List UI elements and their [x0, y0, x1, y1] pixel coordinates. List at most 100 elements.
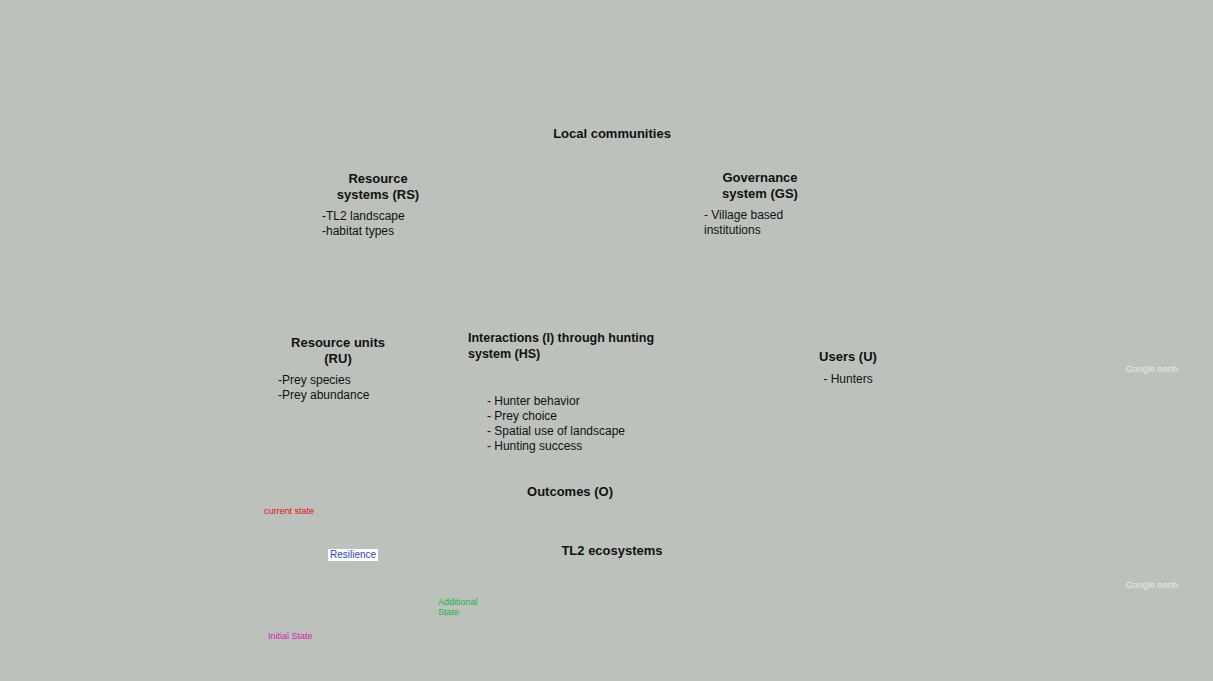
village-patch [135, 40, 172, 78]
box-title: Interactions (I) through hunting system … [468, 331, 682, 362]
node-title: Resource systems (RS) [322, 171, 434, 204]
node-text: -Prey abundance [278, 388, 398, 403]
white-panel [128, 88, 1085, 585]
interaction-arrow [791, 261, 818, 311]
terrain-patch [1034, 337, 1086, 353]
resource-units-circle: Resource units (RU) -Prey species-Prey ab… [246, 308, 430, 430]
patch-arrow [138, 82, 148, 142]
node-outline [758, 308, 938, 428]
node-text: - Hunters [798, 372, 898, 387]
prey-arrow [964, 432, 998, 458]
double-arrow-symbol [604, 140, 622, 169]
patch-arrow [102, 225, 197, 255]
node-text: -Prey species [278, 373, 398, 388]
annotation: Initial State [268, 631, 313, 641]
feedback-arrow [619, 230, 977, 500]
duiker-head [1043, 460, 1057, 472]
process-box [461, 328, 690, 470]
duiker [1038, 469, 1062, 499]
hunting-zone [952, 299, 983, 362]
interaction-arrow [431, 257, 503, 327]
patch-arrow [163, 26, 182, 44]
terrain-patch [1078, 520, 1122, 540]
watermark: Google earth [1126, 364, 1178, 374]
governance-system-circle: Governance system (GS) - Village based in… [660, 144, 860, 264]
tree-blur [480, 610, 920, 681]
antelope-legs [918, 450, 946, 471]
resilience-bar [381, 527, 399, 607]
hunting-zone [965, 199, 992, 258]
patch-arrow [102, 200, 115, 210]
node-title: Users (U) [798, 349, 898, 365]
outcomes-label: Outcomes (O) [521, 481, 619, 503]
node-outline [660, 144, 860, 264]
forest-patch [180, 5, 240, 45]
red-arrow [658, 411, 893, 488]
village-marker [1002, 265, 1008, 271]
node-text: - Hunter behavior [487, 394, 625, 409]
forest-patches [30, 2, 268, 240]
subsystem-circle [760, 310, 937, 427]
antelope-head [905, 430, 916, 442]
interaction-arrow [690, 378, 759, 386]
village-patch [195, 210, 262, 292]
terrain-patch [1144, 460, 1176, 500]
terrain-patch [1132, 206, 1168, 224]
patch-arrow [95, 28, 140, 48]
prey-arrow [1004, 468, 1027, 479]
tree-blur [0, 510, 310, 681]
double-arrow-symbol [604, 509, 622, 537]
feedback-arrow [234, 237, 521, 498]
subsystem-circle [285, 145, 472, 266]
terrain-patch [1090, 288, 1150, 312]
terrain-texture [935, 408, 1176, 554]
node-text: - Village based institutions [704, 208, 816, 238]
feedback-arrow [619, 427, 867, 499]
subsystem-circle [248, 310, 429, 429]
interactions-box: - Hunter behavior- Prey choice- Spatial … [460, 327, 690, 470]
patch-arrow [92, 128, 122, 152]
antelope [910, 436, 950, 454]
red-arrow [265, 161, 316, 184]
node-title: Resource units (RU) [278, 335, 398, 368]
highlight-ring [454, 370, 659, 479]
highlight-ellipse: - Hunter behavior- Prey choice- Spatial … [452, 368, 660, 480]
interaction-arrow [428, 380, 460, 384]
patch-links [92, 26, 248, 255]
interaction-arrow [353, 266, 363, 309]
annotation: Resilience [328, 549, 378, 561]
tree-blur [0, 0, 130, 280]
satellite-image [893, 183, 1185, 378]
annotation: current state [264, 506, 314, 516]
interaction-arrow [643, 256, 710, 327]
node-text: -TL2 landscape [322, 209, 434, 224]
figure-ground [222, 505, 488, 666]
landscape-map [893, 183, 1185, 378]
users-circle: Users (U) - Hunters [758, 308, 938, 428]
terrain-texture [901, 205, 1168, 353]
community-band [132, 102, 1092, 580]
terrain-patch [935, 526, 985, 554]
hunting-zone [946, 238, 1006, 332]
node-outline [246, 308, 430, 430]
outcome-label: Outcomes (O) [527, 484, 613, 500]
watermark: Google earth [1126, 580, 1178, 590]
interaction-arrow [570, 470, 572, 481]
village-marker [1000, 459, 1006, 465]
red-link-arrows [240, 161, 893, 577]
node-outline [283, 143, 473, 267]
tree-blur [930, 580, 1213, 681]
antelope-photo [898, 418, 960, 476]
additional-state-bracket [437, 588, 484, 594]
patch-arrow [240, 178, 248, 208]
current-state-dot [263, 534, 281, 552]
node-text: - Spatial use of landscape [487, 424, 625, 439]
node-title: Governance system (GS) [704, 170, 816, 203]
patch-arrow [170, 70, 190, 105]
patch-arrow [130, 176, 136, 181]
feedback-arrow [272, 417, 521, 496]
inner-system-area [194, 152, 1030, 532]
annotation: Additional State [438, 597, 486, 618]
terrain-patch [901, 312, 929, 348]
